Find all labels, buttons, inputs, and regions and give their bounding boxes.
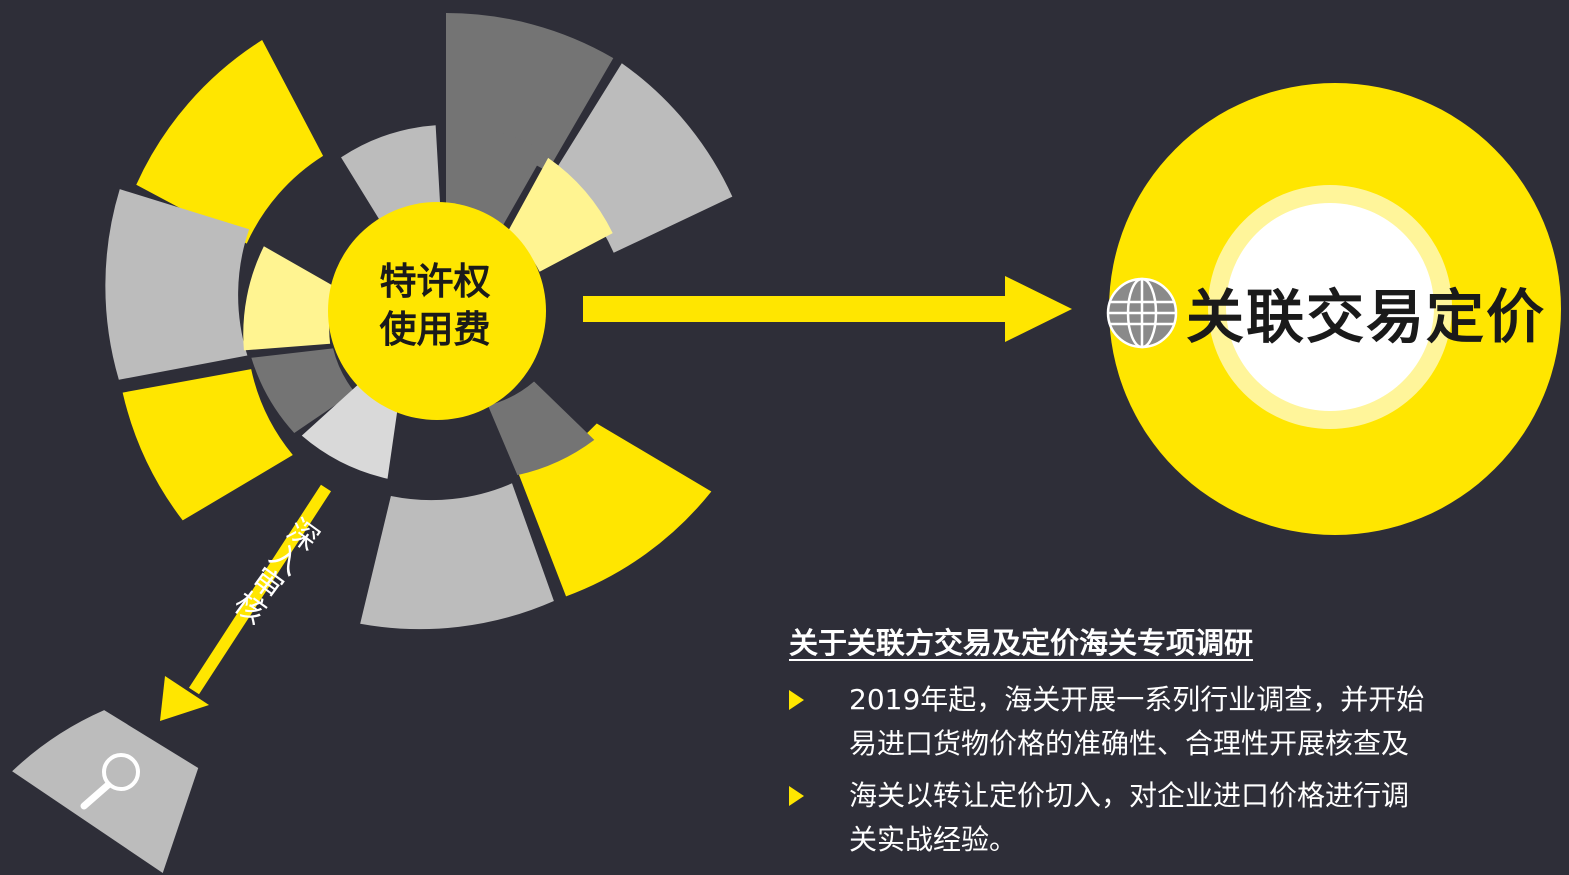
list-item: 2019年起，海关开展一系列行业调查，并开始 易进口货物价格的准确性、合理性开展… <box>789 678 1569 766</box>
arrow-deep-dive <box>160 484 332 721</box>
wheel-segment <box>552 63 733 253</box>
hub-label: 特许权 使用费 <box>333 258 537 354</box>
study-bullet-list: 2019年起，海关开展一系列行业调查，并开始 易进口货物价格的准确性、合理性开展… <box>789 678 1569 870</box>
hub-circle <box>328 202 546 420</box>
wheel-segment <box>105 189 250 380</box>
wheel-segment <box>341 125 441 229</box>
wheel-segment <box>446 124 545 227</box>
bullet-line: 2019年起，海关开展一系列行业调查，并开始 <box>849 683 1425 716</box>
list-item: 海关以转让定价切入，对企业进口价格进行调 关实战经验。 <box>789 774 1569 862</box>
wheel-segment <box>507 157 613 272</box>
magnifier-icon <box>80 753 140 810</box>
focus-title-box: 关联交易定价 <box>1100 272 1546 352</box>
radial-wheel <box>12 12 733 873</box>
triangle-bullet-icon <box>789 690 804 710</box>
arrow-to-focus <box>583 276 1072 342</box>
bullet-line: 海关以转让定价切入，对企业进口价格进行调 <box>849 779 1410 812</box>
study-title: 关于关联方交易及定价海关专项调研 <box>789 626 1254 660</box>
triangle-bullet-icon <box>789 786 804 806</box>
wheel-segment <box>360 483 554 630</box>
wheel-segment <box>243 246 338 351</box>
wheel-segment <box>301 384 398 479</box>
hub-label-line1: 特许权 <box>379 260 491 303</box>
bullet-line: 易进口货物价格的准确性、合理性开展核查及 <box>849 727 1410 760</box>
wheel-segment <box>136 40 324 244</box>
focus-title: 关联交易定价 <box>1186 283 1547 351</box>
globe-icon <box>1106 277 1178 349</box>
bullet-line: 关实战经验。 <box>849 823 1018 856</box>
hub-label-line2: 使用费 <box>379 308 491 351</box>
focus-circle <box>1109 83 1561 535</box>
wheel-segment <box>487 381 595 476</box>
wheel-segment <box>122 369 293 521</box>
wheel-segment <box>518 423 712 597</box>
wheel-segment <box>251 348 355 434</box>
